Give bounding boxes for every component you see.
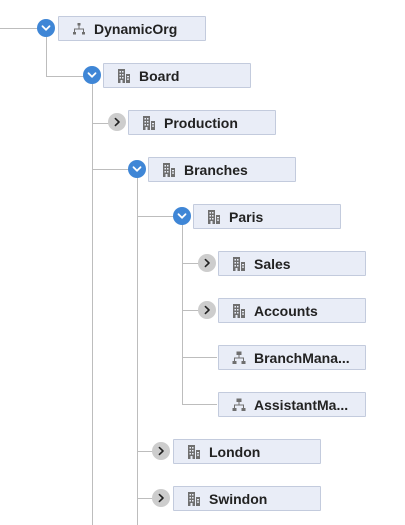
connector-line: [182, 404, 217, 405]
building-icon: [174, 444, 205, 460]
connector-line: [92, 123, 115, 124]
tree-node-production[interactable]: Production: [128, 110, 276, 135]
collapse-toggle-branches[interactable]: [128, 160, 146, 178]
tree-node-assistant-manager[interactable]: AssistantMa...: [218, 392, 366, 417]
tree-node-sales[interactable]: Sales: [218, 251, 366, 276]
connector-line: [0, 28, 46, 29]
building-icon: [104, 68, 135, 84]
collapse-toggle-paris[interactable]: [173, 207, 191, 225]
connector-line: [182, 310, 207, 311]
tree-node-accounts[interactable]: Accounts: [218, 298, 366, 323]
building-icon: [174, 491, 205, 507]
building-icon: [194, 209, 225, 225]
node-label: Accounts: [254, 302, 318, 319]
connector-line: [46, 76, 92, 77]
building-icon: [219, 256, 250, 272]
expand-toggle-accounts[interactable]: [198, 301, 216, 319]
tree-node-swindon[interactable]: Swindon: [173, 486, 321, 511]
node-label: BranchMana...: [254, 349, 350, 366]
expand-toggle-swindon[interactable]: [152, 489, 170, 507]
building-icon: [149, 162, 180, 178]
connector-line: [137, 169, 138, 525]
node-label: Branches: [184, 161, 248, 178]
connector-line: [182, 263, 207, 264]
tree-node-branch-manager[interactable]: BranchMana...: [218, 345, 366, 370]
connector-line: [92, 76, 93, 525]
connector-line: [137, 498, 161, 499]
node-label: Swindon: [209, 490, 268, 507]
expand-toggle-sales[interactable]: [198, 254, 216, 272]
connector-line: [92, 169, 137, 170]
collapse-toggle-dynamicorg[interactable]: [37, 19, 55, 37]
node-label: DynamicOrg: [94, 20, 178, 37]
node-label: Board: [139, 67, 180, 84]
node-label: London: [209, 443, 261, 460]
building-icon: [219, 303, 250, 319]
building-icon: [129, 115, 160, 131]
expand-toggle-production[interactable]: [108, 113, 126, 131]
tree-node-board[interactable]: Board: [103, 63, 251, 88]
expand-toggle-london[interactable]: [152, 442, 170, 460]
tree-node-london[interactable]: London: [173, 439, 321, 464]
connector-line: [137, 451, 161, 452]
connector-line: [182, 357, 217, 358]
position-icon: [219, 397, 250, 413]
node-label: Paris: [229, 208, 264, 225]
tree-node-branches[interactable]: Branches: [148, 157, 296, 182]
node-label: Production: [164, 114, 238, 131]
tree-node-paris[interactable]: Paris: [193, 204, 341, 229]
org-chart-icon: [59, 21, 90, 37]
collapse-toggle-board[interactable]: [83, 66, 101, 84]
node-label: Sales: [254, 255, 291, 272]
connector-line: [46, 28, 47, 76]
position-icon: [219, 350, 250, 366]
connector-line: [137, 216, 182, 217]
tree-node-dynamicorg[interactable]: DynamicOrg: [58, 16, 206, 41]
node-label: AssistantMa...: [254, 396, 349, 413]
